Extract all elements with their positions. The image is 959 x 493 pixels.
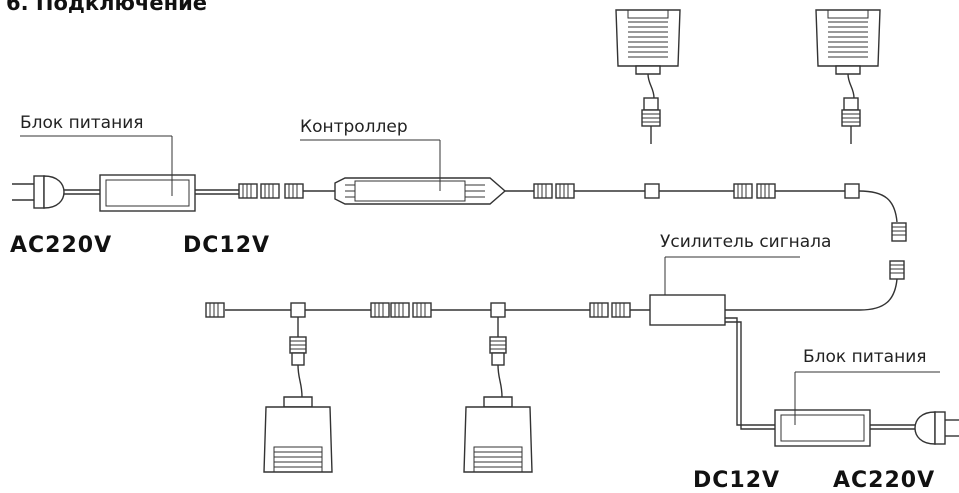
plug-left-icon <box>12 175 65 209</box>
power-supply-left <box>99 174 196 212</box>
voltage-left-dc: DC12V <box>183 233 270 258</box>
lamp-bottom-2 <box>463 316 533 473</box>
voltage-right-dc: DC12V <box>693 468 780 493</box>
voltage-left-ac: AC220V <box>10 233 112 258</box>
voltage-right-ac: AC220V <box>833 468 935 493</box>
signal-amplifier <box>649 294 726 326</box>
power-supply-right <box>774 409 871 447</box>
lamp-top-1 <box>615 9 681 145</box>
controller <box>334 177 507 205</box>
label-amplifier: Усилитель сигнала <box>660 232 831 252</box>
label-controller: Контроллер <box>300 117 408 137</box>
lamp-top-2 <box>815 9 881 145</box>
page-title: 6. Подключение <box>6 0 207 15</box>
plug-right-icon <box>914 411 959 445</box>
label-power-supply-left: Блок питания <box>20 113 143 133</box>
tee-connector <box>644 183 660 199</box>
label-power-supply-right: Блок питания <box>803 347 926 367</box>
lamp-bottom-1 <box>263 316 333 473</box>
